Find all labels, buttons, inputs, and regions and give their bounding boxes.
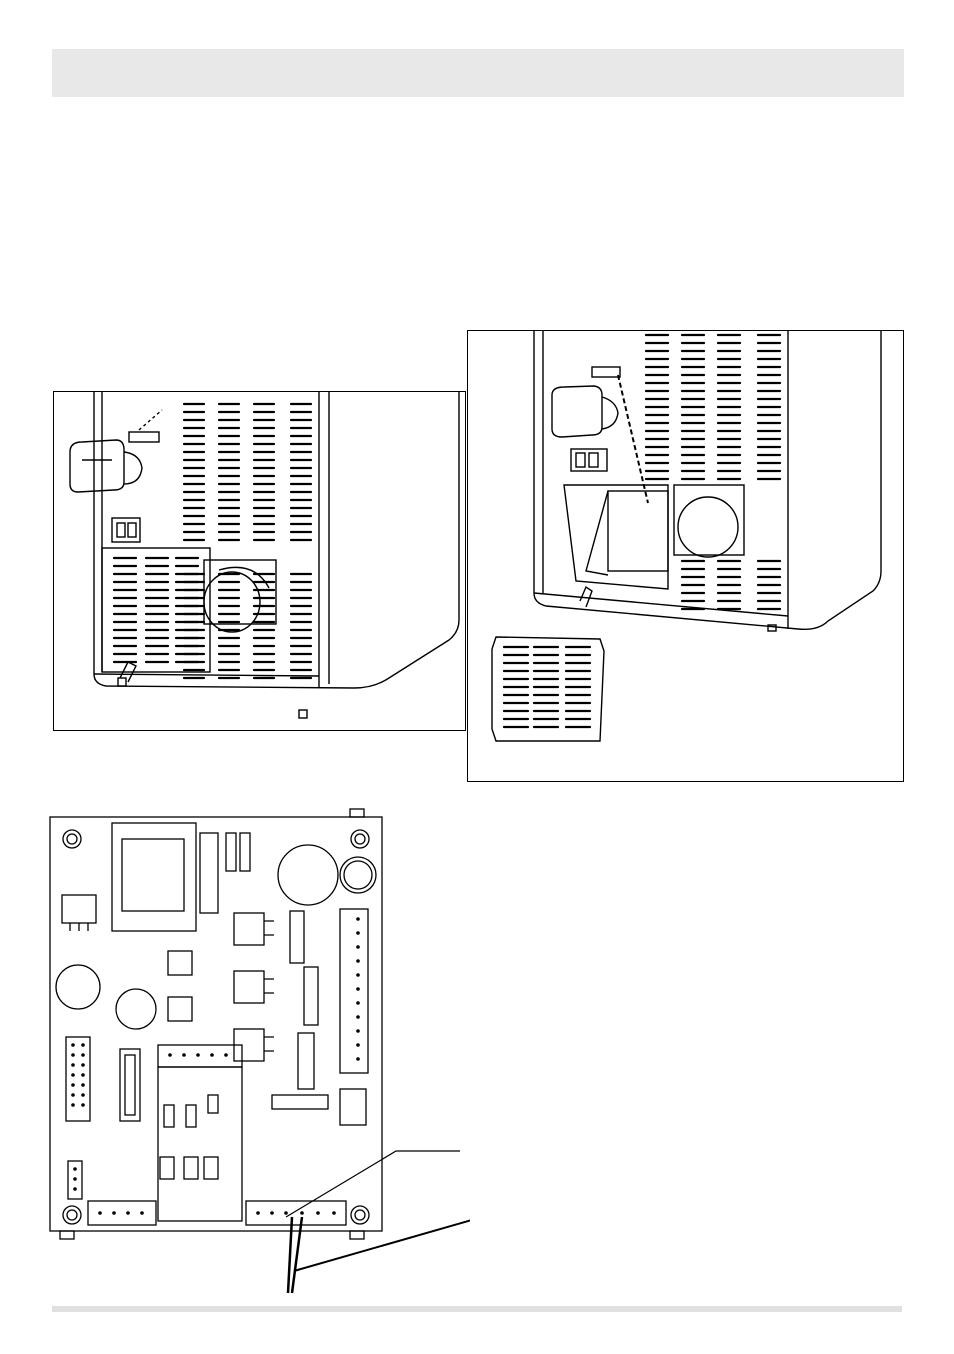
connector-pin	[73, 1177, 77, 1181]
connector-pin	[224, 1053, 228, 1057]
connector-pin	[126, 1211, 130, 1215]
connector-pin	[316, 1211, 320, 1215]
connector-pin	[356, 1043, 360, 1047]
connector-pin	[356, 917, 360, 921]
connector-pin	[356, 1001, 360, 1005]
pcb-diagram	[40, 805, 470, 1305]
connector-pin	[71, 1073, 75, 1077]
connector-pin	[71, 1043, 75, 1047]
connector-pin	[332, 1211, 336, 1215]
connector-pin	[140, 1211, 144, 1215]
connector-pin	[81, 1073, 85, 1077]
connector-pin	[182, 1053, 186, 1057]
connector-pin	[356, 1057, 360, 1061]
connector-pin	[356, 1015, 360, 1019]
connector-pin	[356, 959, 360, 963]
connector-pin	[71, 1103, 75, 1107]
header-bar	[52, 49, 904, 97]
connector-pin	[98, 1211, 102, 1215]
connector-pin	[356, 987, 360, 991]
connector-pin	[71, 1093, 75, 1097]
appliance-closed-drawing	[69, 392, 460, 719]
connector-pin	[71, 1063, 75, 1067]
connector-pin	[71, 1053, 75, 1057]
connector-pin	[356, 973, 360, 977]
connector-pin	[81, 1063, 85, 1067]
connector-pin	[356, 931, 360, 935]
footer-bar	[52, 1306, 902, 1312]
figure-appliance-closed	[53, 391, 466, 731]
connector-pin	[168, 1053, 172, 1057]
connector-pin	[356, 1029, 360, 1033]
connector-pin	[73, 1167, 77, 1171]
connector-pin	[81, 1053, 85, 1057]
connector-pin	[270, 1211, 274, 1215]
connector-pin	[81, 1043, 85, 1047]
connector-pin	[300, 1211, 304, 1215]
connector-pin	[112, 1211, 116, 1215]
connector-pin	[81, 1083, 85, 1087]
connector-pin	[81, 1093, 85, 1097]
connector-pin	[256, 1211, 260, 1215]
pcb-drawing	[49, 808, 470, 1294]
connector-pin	[71, 1083, 75, 1087]
connector-pin	[356, 945, 360, 949]
connector-pin	[210, 1053, 214, 1057]
appliance-open-drawing	[491, 331, 882, 742]
connector-pin	[196, 1053, 200, 1057]
connector-pin	[73, 1187, 77, 1191]
connector-pin	[284, 1211, 288, 1215]
figure-appliance-open	[467, 330, 904, 782]
connector-pin	[81, 1103, 85, 1107]
